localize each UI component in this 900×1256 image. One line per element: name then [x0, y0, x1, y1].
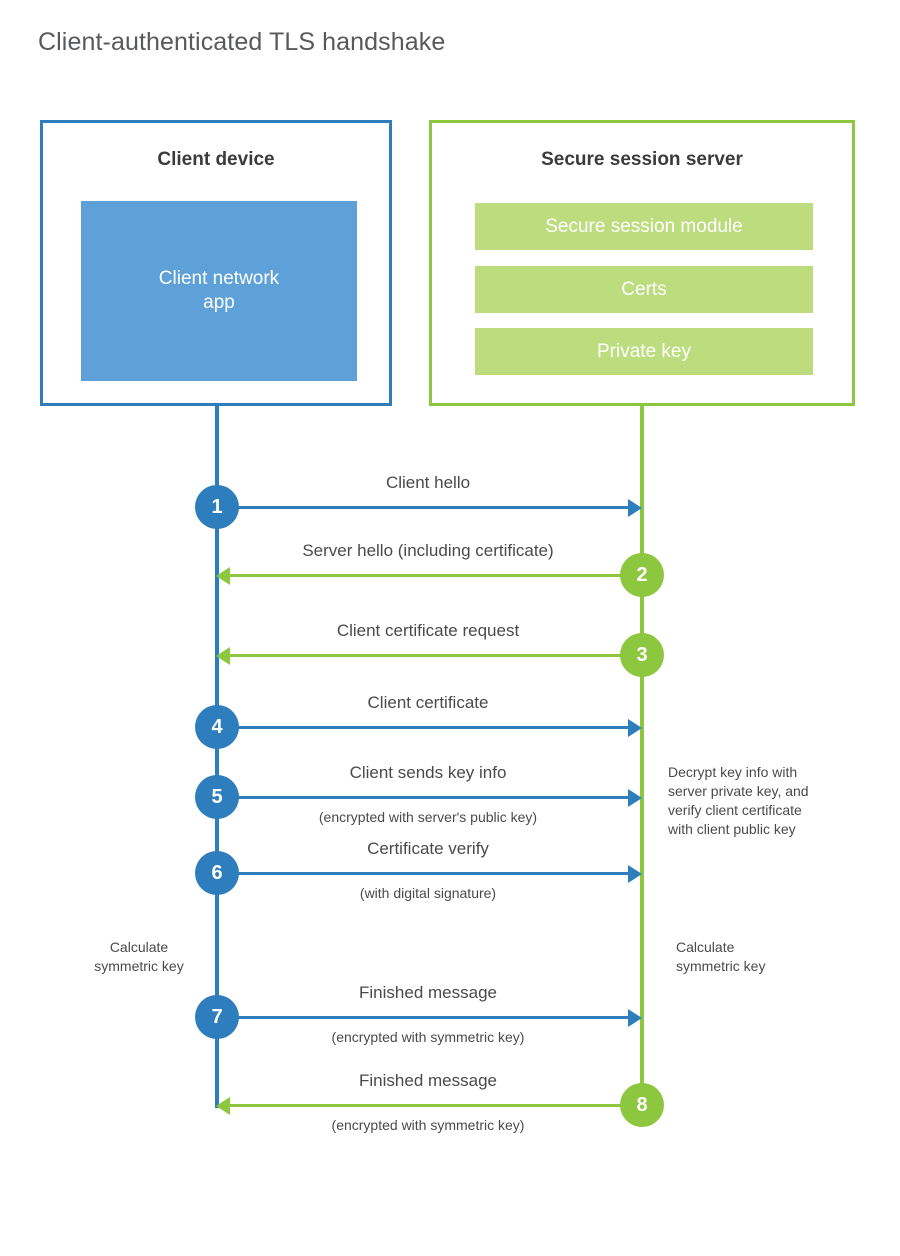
message-line-5: [217, 796, 628, 799]
message-sublabel-6: (with digital signature): [359, 885, 497, 901]
annotation-server-decrypt: Decrypt key info with server private key…: [668, 763, 838, 839]
message-label-2: Server hello (including certificate): [302, 541, 554, 560]
message-line-2: [230, 574, 630, 577]
arrow-head-left-3: [216, 647, 230, 665]
message-label-1: Client hello: [385, 473, 471, 492]
step-circle-6[interactable]: 6: [195, 851, 239, 895]
step-circle-3[interactable]: 3: [620, 633, 664, 677]
secure-session-server-title: Secure session server: [541, 149, 743, 170]
annotation-server-calc-line1: Calculate: [676, 939, 735, 955]
annotation-client-calc-line1: Calculate: [109, 939, 169, 955]
step-circle-2[interactable]: 2: [620, 553, 664, 597]
message-line-6: [217, 872, 628, 875]
page-title: Client-authenticated TLS handshake: [38, 28, 446, 56]
annotation-client-calculate-symmetric-key: Calculate symmetric key: [75, 938, 203, 976]
message-line-8: [230, 1104, 630, 1107]
annotation-server-calculate-symmetric-key: Calculate symmetric key: [676, 938, 836, 976]
message-label-8: Finished message: [359, 1071, 497, 1090]
arrow-head-right-5: [628, 789, 642, 807]
message-sublabel-5: (encrypted with server's public key): [318, 809, 538, 825]
client-lifeline: [215, 403, 219, 1108]
arrow-head-right-4: [628, 719, 642, 737]
arrow-head-right-6: [628, 865, 642, 883]
server-module-private-key: Private key: [475, 328, 813, 375]
step-circle-4[interactable]: 4: [195, 705, 239, 749]
message-label-7: Finished message: [359, 983, 497, 1002]
server-module-secure-session-module: Secure session module: [475, 203, 813, 250]
message-label-4: Client certificate: [367, 693, 489, 712]
message-sublabel-7: (encrypted with symmetric key): [331, 1029, 525, 1045]
client-network-app-block: Client network app: [81, 201, 357, 381]
client-device-title: Client device: [157, 149, 275, 170]
annotation-server-calc-line2: symmetric key: [676, 957, 766, 974]
message-line-1: [217, 506, 628, 509]
message-sublabel-8: (encrypted with symmetric key): [331, 1117, 525, 1133]
message-line-3: [230, 654, 630, 657]
annotation-server-decrypt-line1: Decrypt key info with: [668, 764, 798, 780]
client-app-label-line1: Client network: [158, 268, 280, 290]
client-app-label-line2: app: [203, 292, 235, 313]
secure-session-server-box: Secure session server Secure session mod…: [429, 120, 855, 406]
client-device-box: Client device Client network app: [40, 120, 392, 406]
message-label-6: Certificate verify: [367, 839, 489, 858]
message-label-5: Client sends key info: [349, 763, 507, 782]
annotation-server-decrypt-line3: verify client certificate: [668, 801, 802, 818]
arrow-head-left-8: [216, 1097, 230, 1115]
annotation-server-decrypt-line4: with client public key: [668, 820, 796, 837]
step-circle-7[interactable]: 7: [195, 995, 239, 1039]
step-circle-8[interactable]: 8: [620, 1083, 664, 1127]
annotation-server-decrypt-line2: server private key, and: [668, 782, 809, 799]
message-label-3: Client certificate request: [336, 621, 520, 640]
message-line-7: [217, 1016, 628, 1019]
arrow-head-right-1: [628, 499, 642, 517]
server-lifeline: [640, 403, 644, 1108]
step-circle-1[interactable]: 1: [195, 485, 239, 529]
message-line-4: [217, 726, 628, 729]
step-circle-5[interactable]: 5: [195, 775, 239, 819]
arrow-head-right-7: [628, 1009, 642, 1027]
annotation-client-calc-line2: symmetric key: [94, 957, 184, 974]
server-module-certs: Certs: [475, 266, 813, 313]
arrow-head-left-2: [216, 567, 230, 585]
